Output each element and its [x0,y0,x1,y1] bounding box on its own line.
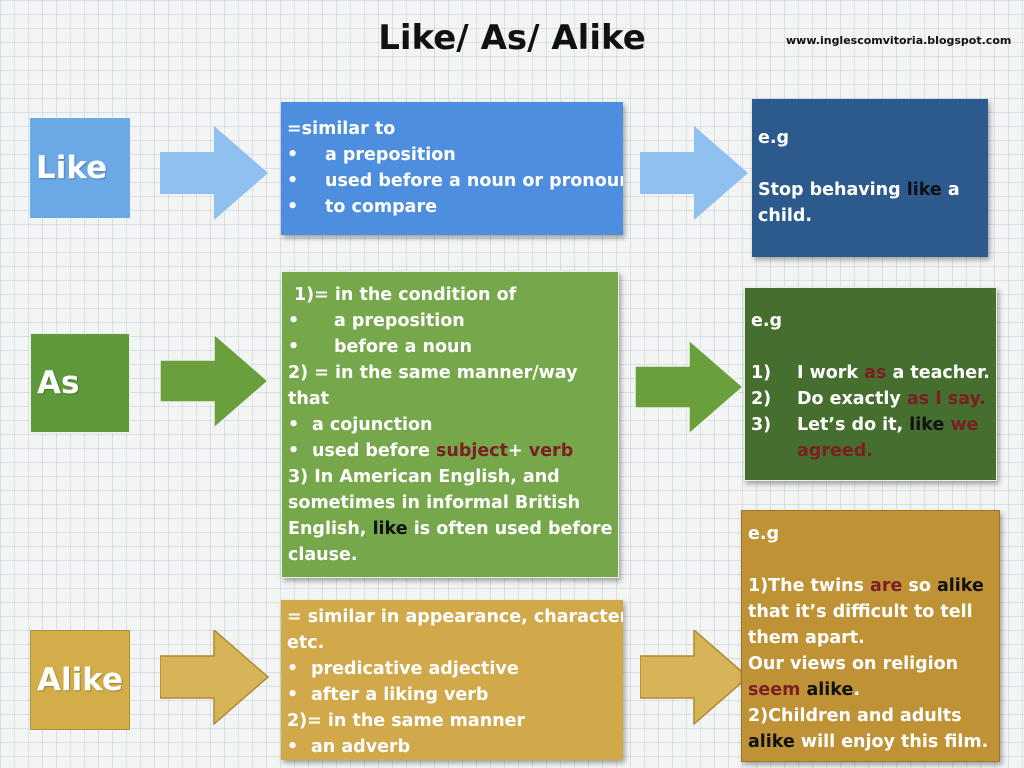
alike-arrow-2 [640,630,750,725]
like-def-line-1: =similar to [287,119,396,139]
alike-def-bullet-1: •predicative adjective [287,659,519,679]
as-arrow-2 [635,340,745,435]
as-example-box: e.g 1)I work as a teacher. 2)Do exactly … [744,287,997,481]
as-example-3: 3)Let’s do it, like we [751,415,979,435]
like-example-sentence-1: Stop behaving like a [758,180,960,200]
as-label-box: As [30,333,130,433]
as-def-line-3: that [288,389,329,409]
alike-example-line-4: Our views on religion [748,654,959,674]
alike-example-box: e.g 1)The twins are so alike that it’s d… [741,510,1000,762]
as-label: As [37,365,80,401]
as-example-2: 2)Do exactly as I say. [751,389,986,409]
alike-example-line-7: alike will enjoy this film. [748,732,989,752]
as-example-3-cont: agreed. [797,441,873,461]
alike-label: Alike [37,662,124,698]
as-def-line-7: clause. [288,545,358,565]
alike-def-line-1: = similar in appearance, character, [287,607,623,627]
alike-arrow-1 [160,630,270,725]
as-example-head: e.g [751,311,783,331]
alike-example-line-2: that it’s difficult to tell [748,602,973,622]
as-def-bullet-4: •used before subject+ verb [288,441,574,461]
like-def-bullet-2: •used before a noun or pronoun [287,171,623,191]
alike-definition-box: = similar in appearance, character, etc.… [281,600,623,760]
alike-label-box: Alike [30,630,130,730]
alike-example-head: e.g [748,524,780,544]
page-title: Like/ As/ Alike [378,18,646,58]
as-def-bullet-2: •before a noun [288,337,472,357]
as-def-bullet-3: •a cojunction [288,415,433,435]
alike-def-line-3: 2)= in the same manner [287,711,526,731]
as-arrow-1 [160,334,270,429]
alike-def-bullet-2: •after a liking verb [287,685,489,705]
as-def-line-2: 2) = in the same manner/way [288,363,578,383]
alike-def-bullet-3: •an adverb [287,737,411,757]
like-label: Like [36,150,108,186]
as-example-1: 1)I work as a teacher. [751,363,990,383]
alike-example-line-3: them apart. [748,628,865,648]
alike-example-line-5: seem alike. [748,680,860,700]
alike-def-line-2: etc. [287,633,325,653]
as-def-line-6: English, like is often used before a [288,519,619,539]
as-def-line-1: 1)= in the condition of [294,285,517,305]
alike-example-line-6: 2)Children and adults [748,706,962,726]
like-label-box: Like [30,118,130,218]
as-def-bullet-1: •a preposition [288,311,465,331]
like-def-bullet-3: •to compare [287,197,437,217]
like-arrow-1 [160,126,270,221]
like-example-sentence-2: child. [758,206,813,226]
like-example-head: e.g [758,128,790,148]
like-def-bullet-1: •a preposition [287,145,456,165]
like-example-box: e.g Stop behaving like a child. [752,99,988,257]
like-arrow-2 [640,126,750,221]
as-definition-box: 1)= in the condition of •a preposition •… [281,271,619,578]
blog-url[interactable]: www.inglescomvitoria.blogspot.com [786,34,1012,47]
as-def-line-4: 3) In American English, and [288,467,560,487]
alike-example-line-1: 1)The twins are so alike [748,576,984,596]
as-def-line-5: sometimes in informal British [288,493,581,513]
like-definition-box: =similar to •a preposition •used before … [281,102,623,235]
